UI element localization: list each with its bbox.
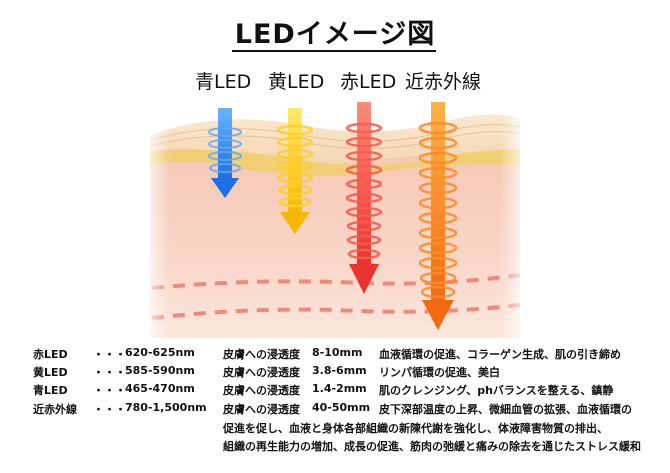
effect: リンパ循環の促進、美白 — [379, 366, 500, 379]
depth-label: 皮膚への浸透度 — [223, 348, 300, 361]
dots: ・・・ — [93, 366, 126, 379]
wavelength: 780-1,500nm — [125, 401, 207, 414]
led-label-red: 赤LED — [340, 71, 397, 93]
effect-continuation: 促進を促し、血液と身体各部組織の新陳代謝を強化し、体液障害物質の排出、 — [223, 422, 608, 435]
dots: ・・・ — [93, 384, 126, 397]
led-name: 近赤外線 — [33, 403, 77, 416]
led-name: 黄LED — [33, 366, 68, 379]
effect: 血液循環の促進、コラーゲン生成、肌の引き締め — [379, 348, 621, 361]
depth-value: 3.8-6mm — [312, 364, 367, 377]
depth-value: 40-50mm — [312, 401, 371, 414]
wavelength: 620-625nm — [125, 346, 195, 359]
led-label-yellow: 黄LED — [268, 71, 325, 93]
depth-value: 8-10mm — [312, 346, 363, 359]
depth-value: 1.4-2mm — [312, 382, 367, 395]
dots: ・・・ — [93, 403, 126, 416]
page-title: LEDイメージ図 — [234, 19, 436, 50]
yellow-led-beam — [276, 108, 314, 234]
epidermis-layer — [150, 114, 520, 164]
led-name: 青LED — [33, 384, 68, 397]
effect-continuation: 組織の再生能力の増加、成長の促進、筋肉の弛緩と痛みの除去を通じたストレス緩和 — [223, 440, 641, 453]
led-name: 赤LED — [33, 348, 68, 361]
title-underline — [232, 50, 436, 52]
dots: ・・・ — [93, 348, 126, 361]
depth-label: 皮膚への浸透度 — [223, 384, 300, 397]
wavelength: 465-470nm — [125, 382, 195, 395]
red-led-beam — [345, 102, 383, 294]
led-label-blue: 青LED — [195, 71, 252, 93]
depth-label: 皮膚への浸透度 — [223, 403, 300, 416]
near-infrared-beam — [418, 102, 458, 330]
blue-led-beam — [208, 108, 242, 198]
effect: 皮下深部温度の上昇、微細血管の拡張、血液循環の — [379, 403, 632, 416]
dashed-layer-lines — [151, 273, 521, 320]
fade-left — [140, 105, 170, 345]
fat-layer — [150, 149, 520, 176]
fade-right — [500, 105, 530, 345]
effect: 肌のクレンジング、phバランスを整える、鎮静 — [379, 384, 614, 397]
led-label-near-infrared: 近赤外線 — [405, 71, 482, 93]
wavelength: 585-590nm — [125, 364, 195, 377]
depth-label: 皮膚への浸透度 — [223, 366, 300, 379]
